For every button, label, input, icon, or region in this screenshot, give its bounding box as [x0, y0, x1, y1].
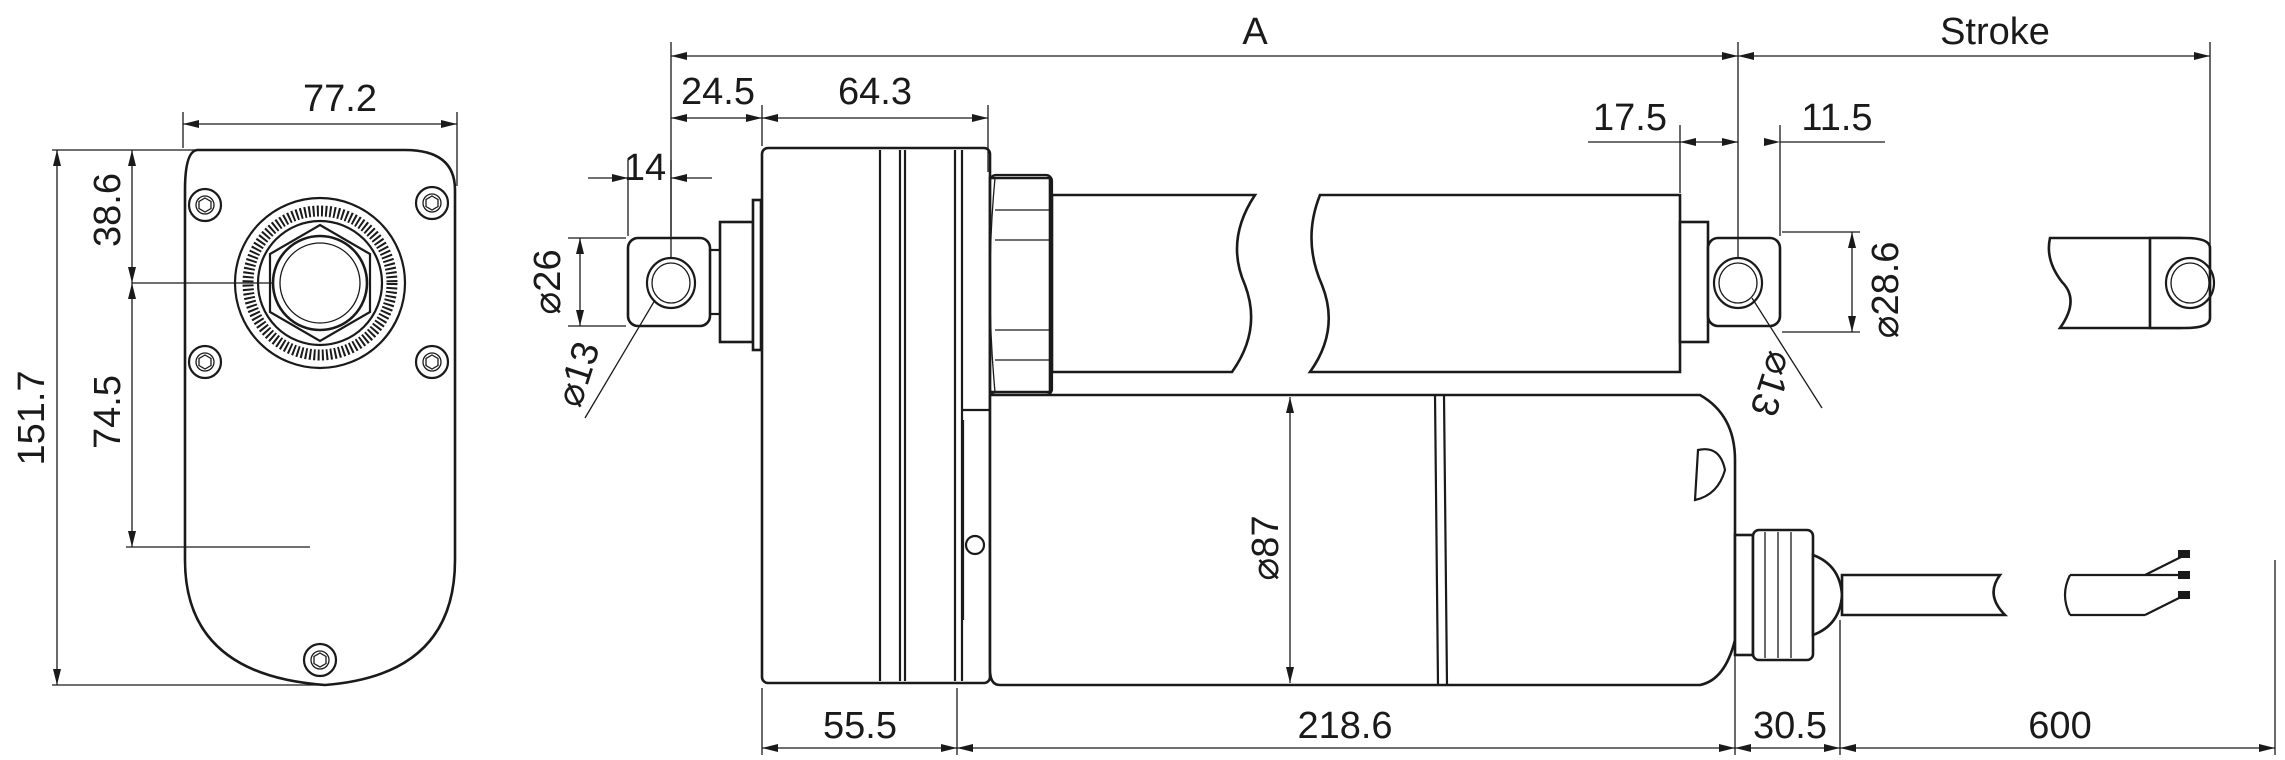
front-eye-width-label: ⌀28.6 — [1865, 242, 1907, 339]
motor-length-dimension: 218.6 — [957, 655, 1736, 755]
front-hole-diameter-label: ⌀13 — [1741, 346, 1801, 421]
front-screw-mid-right — [414, 344, 450, 380]
rear-eye-width-label: ⌀26 — [527, 249, 569, 314]
piston-rod — [1678, 220, 1782, 344]
front-eye-width-dimension: ⌀28.6 — [1782, 231, 1907, 339]
front-height-label: 151.7 — [11, 370, 53, 465]
cable-length-label: 600 — [2028, 705, 2091, 747]
outer-tube — [1050, 193, 1682, 374]
rear-eye-width-value: 26 — [527, 249, 569, 291]
front-screw-top-right — [414, 185, 450, 221]
front-screw-bottom — [302, 642, 338, 678]
rear-eye-length-dimension: 14 — [588, 147, 712, 236]
rear-clevis — [626, 198, 763, 352]
front-height-dimension: 151.7 — [11, 149, 325, 686]
cable-gland-dimension: 30.5 — [1735, 620, 1841, 755]
cable-gland — [1733, 528, 1844, 662]
rear-eye-length-label: 14 — [624, 147, 666, 189]
rear-clevis-offset-label: 24.5 — [681, 71, 755, 113]
stroke-label: Stroke — [1940, 11, 2050, 53]
front-hole-spacing-dimension: 74.5 — [87, 283, 310, 548]
front-width-label: 77.2 — [303, 78, 377, 120]
extended-eye-final — [2148, 236, 2216, 330]
gear-box-depth-label: 55.5 — [823, 705, 897, 747]
gear-housing-length-dimension: 64.3 — [762, 71, 989, 172]
front-rod-end-dimension: 17.5 — [1588, 97, 1738, 193]
front-housing-outline — [183, 148, 457, 687]
cable-length-dimension: 600 — [1840, 560, 2276, 755]
motor-diameter-label: ⌀87 — [1245, 515, 1287, 580]
motor-body — [961, 393, 1737, 687]
front-screw-top-left — [187, 187, 223, 223]
motor-length-label: 218.6 — [1297, 705, 1392, 747]
front-width-dimension: 77.2 — [182, 78, 458, 186]
overall-length-dimension: A — [670, 11, 1739, 258]
rear-hole-diameter-label: ⌀13 — [549, 337, 609, 412]
gear-housing-length-label: 64.3 — [838, 71, 912, 113]
front-top-offset-dimension: 38.6 — [87, 150, 272, 284]
front-eye-offset-dimension: 11.5 — [1764, 97, 1885, 236]
motor-diameter-value: 87 — [1245, 515, 1287, 557]
stroke-dimension: Stroke — [1738, 11, 2211, 258]
overall-length-label: A — [1242, 11, 1268, 53]
motor-diameter-dimension: ⌀87 — [1245, 397, 1294, 683]
front-screw-mid-left — [187, 344, 223, 380]
front-top-offset-label: 38.6 — [87, 173, 129, 247]
front-hole-spacing-label: 74.5 — [87, 375, 129, 449]
front-rod-end-label: 17.5 — [1593, 97, 1667, 139]
front-eye-offset-label: 11.5 — [1801, 97, 1872, 139]
side-view: A Stroke 24.5 64.3 — [527, 11, 2276, 755]
cable — [1840, 550, 2190, 617]
gear-box-depth-dimension: 55.5 — [761, 688, 958, 755]
gear-housing — [760, 146, 992, 685]
rod-nut — [988, 173, 1054, 397]
front-eye-width-value: 28.6 — [1865, 242, 1907, 316]
rear-eye-width-dimension: ⌀26 — [527, 237, 626, 327]
front-view: 77.2 151.7 38.6 74.5 — [11, 78, 458, 687]
rear-clevis-offset-dimension: 24.5 — [671, 71, 763, 146]
cable-gland-label: 30.5 — [1753, 705, 1827, 747]
